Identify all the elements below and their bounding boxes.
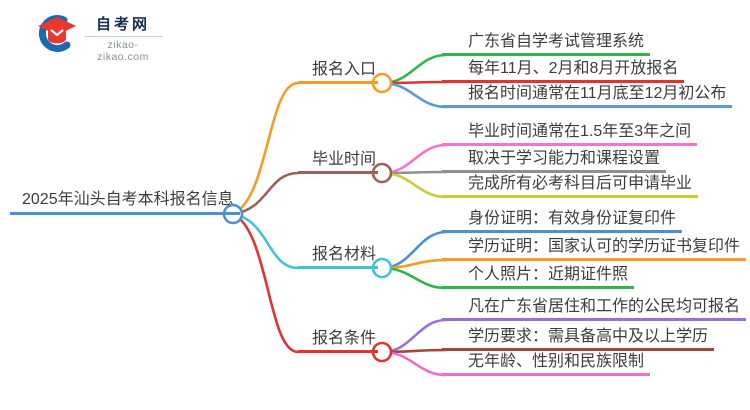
connector-center-branch xyxy=(231,212,300,354)
leaf-item: 取决于学习能力和课程设置 xyxy=(442,148,667,173)
connector-center-branch xyxy=(231,171,300,216)
leaf-item: 毕业时间通常在1.5年至3年之间 xyxy=(442,121,698,146)
branch-node-label: 报名条件 xyxy=(298,328,379,353)
leaf-item: 凡在广东省居住和工作的公民均可报名 xyxy=(442,296,747,321)
leaf-item: 学历要求：需具备高中及以上学历 xyxy=(442,326,715,351)
connector-center-branch xyxy=(231,212,300,270)
site-name: 自考网 xyxy=(95,16,150,33)
leaf-item: 无年龄、性别和民族限制 xyxy=(442,351,651,376)
site-url: zikao-zikao.com xyxy=(97,39,149,63)
leaf-item: 完成所有必考科目后可申请毕业 xyxy=(442,173,699,198)
branch-node-label: 毕业时间 xyxy=(298,149,379,174)
leaf-item: 身份证明：有效身份证复印件 xyxy=(442,208,683,233)
leaf-item: 个人照片：近期证件照 xyxy=(442,264,635,289)
leaf-item: 学历证明：国家认可的学历证书复印件 xyxy=(442,236,747,261)
graduation-cap-icon xyxy=(38,14,76,52)
connector-center-branch xyxy=(231,81,300,216)
connector-branch-leaf xyxy=(380,143,448,175)
connector-branch-leaf xyxy=(380,230,448,270)
branch-node-label: 报名入口 xyxy=(298,59,379,84)
leaf-item: 每年11月、2月和8月开放报名 xyxy=(442,58,685,83)
central-topic: 2025年汕头自考本科报名信息 xyxy=(10,189,240,215)
leaf-item: 报名时间通常在11月底至12月初公布 xyxy=(442,83,733,108)
site-logo[interactable]: 自考网 zikao-zikao.com xyxy=(34,13,164,63)
logo-divider xyxy=(84,36,162,37)
connector-branch-leaf xyxy=(380,53,448,85)
leaf-item: 广东省自学考试管理系统 xyxy=(442,31,651,56)
branch-node-label: 报名材料 xyxy=(298,244,379,269)
connector-branch-leaf xyxy=(380,318,448,354)
